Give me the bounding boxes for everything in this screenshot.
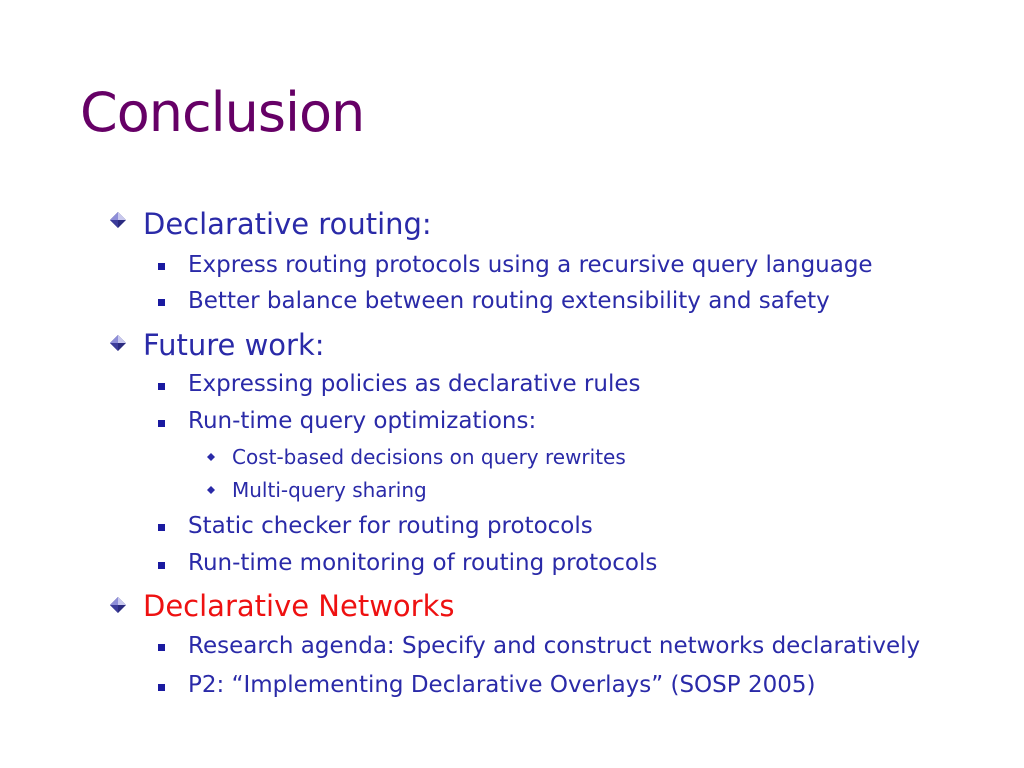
sub-bullet-item: P2: “Implementing Declarative Overlays” … xyxy=(188,672,816,698)
square-bullet-icon xyxy=(158,420,165,427)
slide-title: Conclusion xyxy=(80,81,365,144)
sub-bullet-item: Run-time monitoring of routing protocols xyxy=(188,550,658,576)
bullet-item: Future work: xyxy=(143,328,325,362)
sub-bullet-item: Express routing protocols using a recurs… xyxy=(188,252,873,278)
sub-sub-bullet-item: Cost-based decisions on query rewrites xyxy=(232,445,626,469)
highlighted-bullet-item: Declarative Networks xyxy=(143,589,455,623)
square-bullet-icon xyxy=(158,299,165,306)
square-bullet-icon xyxy=(158,562,165,569)
square-bullet-icon xyxy=(158,524,165,531)
small-diamond-bullet-icon xyxy=(207,453,215,461)
square-bullet-icon xyxy=(158,383,165,390)
diamond-bullet-icon xyxy=(110,597,126,613)
sub-bullet-item: Expressing policies as declarative rules xyxy=(188,371,641,397)
sub-sub-bullet-item: Multi-query sharing xyxy=(232,478,427,502)
sub-bullet-item: Static checker for routing protocols xyxy=(188,513,593,539)
square-bullet-icon xyxy=(158,263,165,270)
small-diamond-bullet-icon xyxy=(207,486,215,494)
sub-bullet-item: Better balance between routing extensibi… xyxy=(188,288,830,314)
sub-bullet-item: Research agenda: Specify and construct n… xyxy=(188,633,921,659)
square-bullet-icon xyxy=(158,644,165,651)
diamond-bullet-icon xyxy=(110,335,126,351)
sub-bullet-item: Run-time query optimizations: xyxy=(188,408,537,434)
bullet-item: Declarative routing: xyxy=(143,207,432,241)
diamond-bullet-icon xyxy=(110,212,126,228)
square-bullet-icon xyxy=(158,684,165,691)
